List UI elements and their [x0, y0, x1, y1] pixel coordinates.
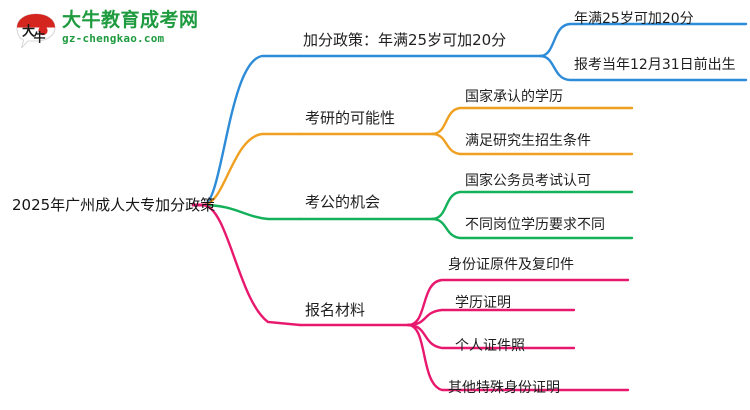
- connector-branch1-child2: [538, 54, 748, 82]
- connector-branch3-child2: [430, 217, 634, 240]
- branch-node-2[interactable]: 考研的可能性: [305, 109, 396, 127]
- connector-branch4-child1: [406, 278, 630, 327]
- leaf-node-2-1[interactable]: 国家承认的学历: [465, 89, 563, 105]
- logo-domain: gz-chengkao.com: [62, 32, 165, 45]
- daniu-bull-logo-icon: 大 牛: [14, 10, 58, 52]
- leaf-node-1-1[interactable]: 年满25岁可加20分: [574, 11, 694, 27]
- leaf-node-4-4[interactable]: 其他特殊身份证明: [448, 380, 560, 396]
- root-node[interactable]: 2025年广州成人大专加分政策: [12, 196, 216, 214]
- connector-branch3-child1: [430, 190, 634, 221]
- logo-company-name: 大牛教育成考网: [62, 9, 199, 31]
- branch-node-4[interactable]: 报名材料: [305, 301, 366, 319]
- connector-branch2-child1: [430, 106, 634, 136]
- connector-root-branch3: [201, 203, 302, 221]
- svg-text:牛: 牛: [33, 30, 45, 45]
- logo-wordmark: 大牛教育成考网 gz-chengkao.com: [62, 9, 232, 53]
- leaf-node-4-3[interactable]: 个人证件照: [455, 338, 525, 354]
- leaf-node-3-1[interactable]: 国家公务员考试认可: [465, 173, 591, 189]
- connector-root-branch4: [201, 203, 302, 327]
- connector-branch2-child2: [430, 132, 634, 156]
- site-logo: 大 牛 大牛教育成考网 gz-chengkao.com: [14, 8, 234, 54]
- connector-branch4-child2: [406, 308, 576, 327]
- branch-node-1[interactable]: 加分政策：年满25岁可加20分: [303, 31, 507, 49]
- leaf-node-2-2[interactable]: 满足研究生招生条件: [465, 133, 591, 149]
- connector-root-branch2: [201, 132, 302, 207]
- leaf-node-1-2[interactable]: 报考当年12月31日前出生: [574, 57, 736, 73]
- connector-root-branch1: [201, 54, 302, 207]
- svg-text:大: 大: [22, 24, 35, 40]
- connector-branch1-child1: [538, 22, 748, 58]
- branch-node-3[interactable]: 考公的机会: [305, 193, 381, 211]
- leaf-node-4-2[interactable]: 学历证明: [455, 295, 511, 311]
- leaf-node-4-1[interactable]: 身份证原件及复印件: [448, 257, 574, 273]
- leaf-node-3-2[interactable]: 不同岗位学历要求不同: [465, 217, 605, 233]
- connector-branch4-child4: [406, 323, 630, 392]
